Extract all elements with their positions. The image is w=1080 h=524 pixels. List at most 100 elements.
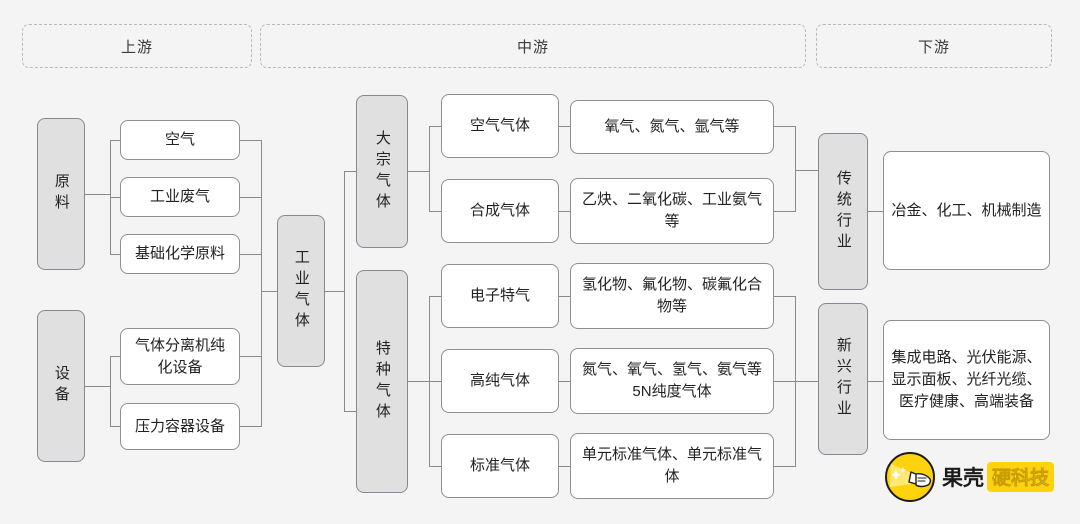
stage-header-midstream: 中游 <box>260 24 806 68</box>
connector <box>344 171 357 172</box>
connector <box>261 291 278 292</box>
stage-label: 中游 <box>516 38 549 56</box>
specialty-gas-item-high-purity[interactable]: 高纯气体 <box>441 349 559 413</box>
detail-text: 氮气、氧气、氢气、氨气等5N纯度气体 <box>581 361 762 400</box>
sector-label: 新兴行业 <box>834 337 852 421</box>
brand-logo: 果壳 硬科技 <box>885 452 1055 502</box>
category-bulk-gas[interactable]: 大宗气体 <box>356 95 408 248</box>
connector <box>110 356 111 426</box>
connector <box>795 170 818 171</box>
item-label: 工业废气 <box>149 188 210 206</box>
detail-text: 冶金、化工、机械制造 <box>891 201 1042 219</box>
item-label: 电子特气 <box>469 287 530 305</box>
midstream-spine-industrial-gas[interactable]: 工业气体 <box>277 215 325 367</box>
connector <box>429 466 442 467</box>
bulk-gas-detail-synthetic-gas[interactable]: 乙炔、二氧化碳、工业氨气等 <box>570 178 774 244</box>
connector <box>429 211 442 212</box>
connector <box>240 426 262 427</box>
connector <box>559 381 571 382</box>
detail-text: 集成电路、光伏能源、显示面板、光纤光缆、医疗健康、高端装备 <box>891 349 1042 410</box>
connector <box>559 211 571 212</box>
connector <box>795 126 796 211</box>
stage-header-downstream: 下游 <box>816 24 1052 68</box>
sector-label: 传统行业 <box>834 169 852 254</box>
downstream-detail-traditional[interactable]: 冶金、化工、机械制造 <box>883 151 1050 270</box>
item-label: 气体分离机纯化设备 <box>134 336 225 376</box>
connector <box>774 126 796 127</box>
connector <box>408 171 430 172</box>
spine-label: 工业气体 <box>292 249 310 333</box>
stage-header-upstream: 上游 <box>22 24 252 68</box>
connector <box>774 296 796 297</box>
connector <box>240 197 262 198</box>
connector <box>429 381 442 382</box>
item-label: 标准气体 <box>469 457 530 475</box>
connector <box>240 140 262 141</box>
category-specialty-gas[interactable]: 特种气体 <box>356 270 408 493</box>
connector <box>110 254 122 255</box>
equipment-item-pressure-vessel[interactable]: 压力容器设备 <box>120 403 240 450</box>
item-label: 基础化学原料 <box>134 245 225 263</box>
connector <box>110 140 122 141</box>
flashlight-hand-icon <box>885 452 935 502</box>
bulk-gas-detail-air-gas[interactable]: 氧气、氮气、氩气等 <box>570 100 774 154</box>
raw-material-item-basic-chemicals[interactable]: 基础化学原料 <box>120 234 240 274</box>
bulk-gas-item-air-gas[interactable]: 空气气体 <box>441 94 559 158</box>
group-raw-materials[interactable]: 原料 <box>37 118 85 270</box>
logo-badge-text: 硬科技 <box>987 462 1055 492</box>
connector <box>344 411 357 412</box>
item-label: 合成气体 <box>469 202 530 220</box>
connector <box>240 254 262 255</box>
connector <box>344 171 345 411</box>
equipment-item-gas-separation-purification[interactable]: 气体分离机纯化设备 <box>120 328 240 385</box>
connector <box>110 197 122 198</box>
connector <box>429 296 442 297</box>
category-label: 特种气体 <box>373 339 391 424</box>
connector <box>774 381 796 382</box>
connector <box>429 126 442 127</box>
bulk-gas-item-synthetic-gas[interactable]: 合成气体 <box>441 179 559 243</box>
connector <box>110 356 122 357</box>
connector <box>85 386 111 387</box>
connector <box>795 381 818 382</box>
connector <box>559 126 571 127</box>
connector <box>429 126 430 211</box>
detail-text: 氧气、氮气、氩气等 <box>604 118 740 136</box>
connector <box>868 211 884 212</box>
downstream-sector-emerging[interactable]: 新兴行业 <box>818 303 868 455</box>
specialty-gas-detail-high-purity[interactable]: 氮气、氧气、氢气、氨气等5N纯度气体 <box>570 348 774 414</box>
item-label: 空气气体 <box>469 117 530 135</box>
detail-text: 乙炔、二氧化碳、工业氨气等 <box>581 191 762 230</box>
specialty-gas-item-electronic-specialty[interactable]: 电子特气 <box>441 264 559 328</box>
connector <box>774 466 796 467</box>
item-label: 高纯气体 <box>469 372 530 390</box>
downstream-detail-emerging[interactable]: 集成电路、光伏能源、显示面板、光纤光缆、医疗健康、高端装备 <box>883 320 1050 440</box>
connector <box>85 194 111 195</box>
downstream-sector-traditional[interactable]: 传统行业 <box>818 133 868 290</box>
item-label: 压力容器设备 <box>134 417 225 435</box>
connector <box>325 291 345 292</box>
specialty-gas-detail-standard-gas[interactable]: 单元标准气体、单元标准气体 <box>570 433 774 499</box>
logo-brand-text: 果壳 <box>942 467 984 490</box>
item-label: 空气 <box>164 131 195 149</box>
connector <box>559 466 571 467</box>
group-label: 原料 <box>52 173 70 215</box>
connector <box>868 381 884 382</box>
connector <box>240 356 262 357</box>
detail-text: 单元标准气体、单元标准气体 <box>581 446 762 485</box>
group-label: 设备 <box>52 365 70 407</box>
connector <box>261 356 262 426</box>
raw-material-item-industrial-waste-gas[interactable]: 工业废气 <box>120 177 240 217</box>
stage-label: 上游 <box>120 38 153 56</box>
logo-wordmark: 果壳 硬科技 <box>942 462 1055 492</box>
category-label: 大宗气体 <box>373 129 391 214</box>
connector <box>408 381 430 382</box>
detail-text: 氢化物、氟化物、碳氟化合物等 <box>581 276 762 315</box>
specialty-gas-item-standard-gas[interactable]: 标准气体 <box>441 434 559 498</box>
group-equipment[interactable]: 设备 <box>37 310 85 462</box>
connector <box>559 296 571 297</box>
specialty-gas-detail-electronic-specialty[interactable]: 氢化物、氟化物、碳氟化合物等 <box>570 263 774 329</box>
stage-label: 下游 <box>917 38 950 56</box>
raw-material-item-air[interactable]: 空气 <box>120 120 240 160</box>
